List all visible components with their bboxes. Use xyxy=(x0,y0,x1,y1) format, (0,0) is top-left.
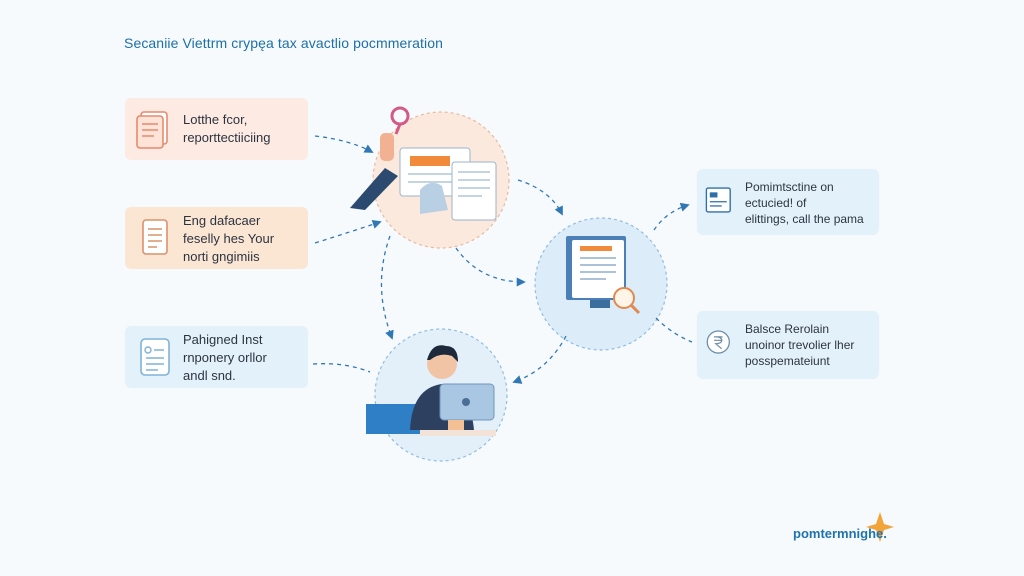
arrow-report-to-card5 xyxy=(655,317,693,343)
screen-chat-icon xyxy=(705,187,731,213)
document-stack-icon xyxy=(136,111,168,149)
arrow-card1-to-review xyxy=(314,135,374,153)
step-card-3: Pahigned Inst rnponery orllor andl snd. xyxy=(125,326,308,388)
card-line: ectucied! of xyxy=(745,196,807,210)
arrow-report-to-person xyxy=(512,335,567,384)
step-card-4-text: Pomimtsctine on ectucied! of elittings, … xyxy=(745,169,864,227)
page-title: Secaniie Viettrm crypęa tax avactlio poc… xyxy=(124,35,444,51)
step-card-3-text: Pahigned Inst rnponery orllor andl snd. xyxy=(183,326,267,385)
card-line: Eng dafacaer xyxy=(183,213,261,228)
step-card-5: Balsce Rerolain unoinor trevolier lher p… xyxy=(697,311,879,379)
card-line: reporttectiiciing xyxy=(183,130,271,145)
step-card-4: Pomimtsctine on ectucied! of elittings, … xyxy=(697,169,879,235)
rupee-circle-icon xyxy=(706,330,730,354)
step-card-1: Lotthe fcor, reporttectiiciing xyxy=(125,98,308,160)
arrow-report-to-card4 xyxy=(653,202,690,231)
card-line: posspemateiunt xyxy=(745,354,830,368)
arrow-review-to-report xyxy=(517,179,563,216)
card-line: andl snd. xyxy=(183,368,236,383)
card-line: rnponery orllor xyxy=(183,350,267,365)
card-line: Pomimtsctine on xyxy=(745,180,834,194)
card-line: Lotthe fcor, xyxy=(183,112,248,127)
step-card-5-text: Balsce Rerolain unoinor trevolier lher p… xyxy=(745,311,854,369)
sparkle-star-icon xyxy=(866,512,894,542)
card-line: Pahigned Inst xyxy=(183,332,263,347)
card-line: Balsce Rerolain xyxy=(745,322,830,336)
review-circle xyxy=(350,106,510,249)
arrow-card3-to-person xyxy=(312,363,371,373)
tablet-list-icon xyxy=(140,338,170,376)
report-circle xyxy=(534,217,668,351)
card-line: norti gngimiis xyxy=(183,249,260,264)
card-line: elittings, call the pama xyxy=(745,212,864,226)
brand-logo-text: pomtermnighe. xyxy=(793,526,887,541)
document-list-icon xyxy=(142,219,168,255)
card-line: feselly hes Your xyxy=(183,231,275,246)
person-circle xyxy=(366,328,508,462)
step-card-1-text: Lotthe fcor, reporttectiiciing xyxy=(183,98,270,147)
step-card-2: Eng dafacaer feselly hes Your norti gngi… xyxy=(125,207,308,269)
arrow-review-to-report-low xyxy=(455,247,526,287)
step-card-2-text: Eng dafacaer feselly hes Your norti gngi… xyxy=(183,207,274,266)
arrow-review-to-person xyxy=(380,235,394,340)
card-line: unoinor trevolier lher xyxy=(745,338,855,352)
flow-arrows xyxy=(312,135,693,384)
arrow-card2-to-review xyxy=(314,219,382,244)
